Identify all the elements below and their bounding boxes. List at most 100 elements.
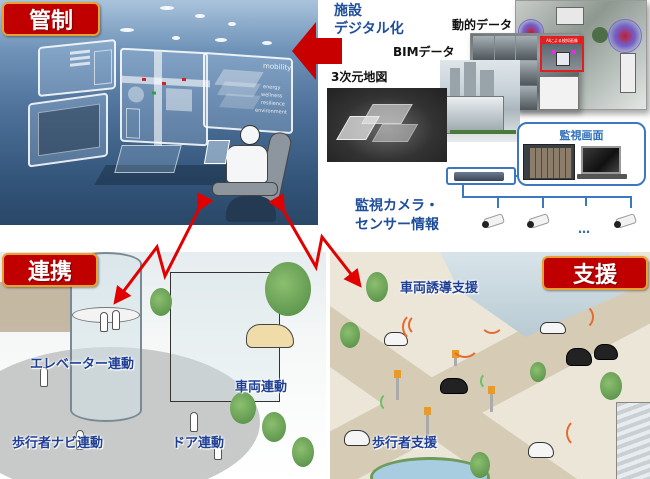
camera-sensor-title-line2: センサー情報	[355, 217, 439, 233]
network-switch-group	[446, 167, 516, 185]
sensor-post	[452, 350, 459, 366]
more-cameras-ellipsis: …	[578, 222, 592, 236]
left-arrow-icon	[292, 22, 342, 80]
hologram-building-model	[114, 145, 182, 173]
tree	[230, 392, 256, 424]
connector-wire	[542, 196, 544, 208]
mobility-screen-title: mobility	[263, 62, 292, 73]
hologram-screen-meeting	[28, 92, 108, 168]
tree	[262, 412, 286, 442]
hologram-screen-cctv	[38, 38, 116, 98]
tree	[530, 362, 546, 382]
layer-energy: energy	[263, 84, 281, 92]
connector-wire	[630, 196, 632, 208]
tree	[340, 322, 360, 348]
signal-wave-icon	[408, 314, 430, 336]
ai-detection-image: AIによる検知画像	[540, 36, 584, 72]
person	[76, 430, 84, 450]
ai-detection-label: AIによる検知画像	[542, 38, 582, 44]
control-center-illustration: mobility energy wellness resilience envi…	[0, 0, 318, 225]
vehicle-guidance-support-label: 車両誘導支援	[400, 281, 479, 296]
layer-environment: environment	[255, 107, 287, 116]
operator-head	[240, 125, 260, 145]
3d-map-point-cloud	[327, 88, 447, 162]
facility-title-line2: デジタル化	[334, 21, 404, 37]
tree	[292, 437, 314, 467]
bim-data-rendering	[440, 60, 520, 142]
connector-wire	[462, 196, 632, 198]
sensor-post	[488, 386, 495, 412]
surveillance-camera-icon	[614, 212, 640, 229]
tree	[265, 262, 311, 316]
monitor-display-icon	[523, 144, 575, 180]
operator-tablet	[203, 140, 231, 164]
autonomous-vehicle	[540, 322, 566, 334]
bim-data-label: BIMデータ	[393, 45, 455, 59]
connector-wire	[585, 196, 587, 206]
pedestrian-support-label: 歩行者支援	[372, 436, 438, 451]
layer-resilience: resilience	[261, 99, 285, 108]
operator-chair-seat	[212, 182, 278, 196]
ceiling-light	[160, 6, 174, 10]
corner-building	[616, 402, 650, 479]
hologram-screen-map	[120, 47, 210, 147]
surveillance-camera-icon	[482, 212, 508, 229]
connector-wire	[516, 175, 518, 177]
ceiling-light	[228, 22, 236, 26]
ceiling-light	[215, 38, 227, 42]
signal-wave-icon	[450, 328, 480, 358]
autonomous-vehicle	[528, 442, 554, 458]
person	[190, 412, 198, 432]
control-badge: 管制	[2, 2, 100, 36]
autonomous-vehicle	[440, 378, 468, 394]
tree	[150, 288, 172, 316]
autonomous-vehicle	[384, 332, 408, 346]
ceiling-light	[262, 41, 272, 45]
ceiling-light	[172, 36, 180, 40]
ceiling-light	[195, 14, 205, 18]
autonomous-vehicle	[594, 344, 618, 360]
sensor-heat-circle	[608, 19, 642, 53]
network-switch-icon	[454, 172, 504, 181]
monitoring-screen-title: 監視画面	[559, 129, 604, 142]
pedestrian-signal-wave-icon	[380, 392, 400, 412]
person	[112, 310, 120, 330]
monitoring-screen-group: 監視画面	[517, 122, 646, 186]
person	[100, 312, 108, 332]
operator-chair-base	[226, 196, 276, 222]
door-link-label: ドア連動	[172, 436, 225, 451]
laptop-icon	[581, 146, 621, 174]
vehicle-link-label: 車両連動	[235, 380, 288, 395]
dynamic-data-label: 動的データ	[452, 18, 513, 32]
signal-wave-icon	[568, 304, 594, 330]
3d-map-label: 3次元地図	[331, 70, 388, 84]
connector-wire	[462, 185, 464, 197]
surveillance-camera-icon	[527, 212, 553, 229]
autonomous-vehicle	[344, 430, 370, 446]
tree	[470, 452, 490, 478]
pedestrian-signal-wave-icon	[480, 372, 498, 390]
hologram-screen-mobility: mobility energy wellness resilience envi…	[203, 51, 293, 135]
pedestrian-navi-link-label: 歩行者ナビ連動	[12, 436, 104, 451]
connector-wire	[497, 196, 499, 208]
layer-wellness: wellness	[261, 91, 283, 100]
person	[40, 367, 48, 387]
autonomous-vehicle	[246, 324, 294, 348]
cafe-area	[0, 282, 70, 332]
ceiling-light	[120, 28, 134, 32]
sensor-post	[394, 370, 401, 400]
support-badge: 支援	[542, 256, 648, 290]
elevator-link-label: エレベーター連動	[30, 357, 135, 372]
tree	[600, 372, 622, 400]
signal-wave-icon	[480, 310, 504, 334]
operator-body	[226, 145, 268, 183]
facility-title-line1: 施設	[334, 3, 362, 19]
tree	[366, 272, 388, 302]
street-support-illustration	[330, 252, 650, 479]
sensor-post	[424, 407, 431, 437]
camera-sensor-title-line1: 監視カメラ・	[355, 198, 439, 214]
link-badge: 連携	[2, 253, 98, 287]
laptop-base-icon	[577, 174, 627, 179]
person	[214, 440, 222, 460]
autonomous-vehicle	[566, 348, 592, 366]
